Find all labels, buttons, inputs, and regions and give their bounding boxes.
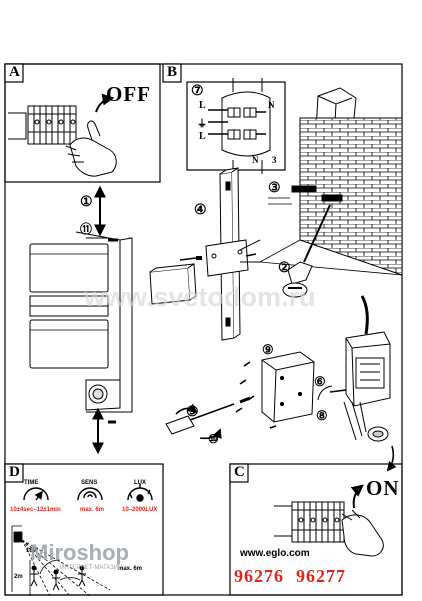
panel-c-switch-arrow: [350, 484, 364, 509]
panel-a-terminal-block: [8, 105, 77, 145]
bracket-screws: [179, 253, 257, 261]
panel-b-terminal-inset: [186, 78, 286, 174]
step-11: ⑪: [80, 222, 93, 236]
panel-c-terminal-block: [274, 501, 345, 543]
step-9: ⑨: [262, 342, 274, 357]
wiring-box-open: [317, 295, 397, 472]
panel-d-frame: [4, 463, 164, 596]
step-10: ⑩: [208, 432, 219, 446]
detection-zone: [11, 525, 111, 597]
mounting-plate: [149, 263, 197, 305]
off-label: OFF: [106, 82, 151, 106]
on-label: ON: [366, 476, 400, 500]
sensor-time-title: TIME: [24, 480, 39, 486]
step-3: ③: [268, 181, 281, 196]
model-number-2: 96277: [296, 566, 346, 586]
detection-height: 2m: [14, 574, 23, 580]
panel-c-frame: [229, 463, 403, 596]
panel-a-switch-arrow: [95, 93, 115, 113]
website-text: www.eglo.com: [240, 548, 310, 559]
screws-loose: [235, 361, 277, 429]
step-1: ①: [80, 195, 93, 210]
panel-a-letter: A: [9, 64, 20, 80]
terminal-label-n-side: N: [268, 100, 275, 110]
step-8: ⑧: [316, 408, 328, 423]
watermark: www.svetodom.ru: [84, 282, 316, 312]
earth-icon: ⏚: [197, 119, 207, 130]
terminal-label-l-top: L: [199, 100, 206, 111]
panel-c-hand: [341, 509, 384, 557]
step-7: ⑦: [191, 84, 204, 99]
screwdriver: [165, 396, 251, 440]
step-5: ⑤: [186, 405, 199, 420]
panel-a-hand: [65, 120, 117, 177]
sensor-time-range: 10±4sec–12±1min: [10, 507, 61, 513]
lamp-body: [29, 231, 133, 413]
shop-logo-tagline: ИНТЕРНЕТ-МАГАЗИН: [60, 565, 123, 571]
sensor-sens-range: max. 6m: [80, 507, 105, 513]
panel-b-letter: B: [167, 64, 178, 80]
step-2: ②: [278, 261, 291, 276]
panel-c-letter: C: [234, 464, 245, 480]
sensor-lux-title: LUX: [134, 480, 146, 486]
back-plate: [261, 351, 315, 423]
panel-b-dowels: [268, 185, 343, 205]
sensor-sens-title: SENS: [81, 480, 98, 486]
model-number-1: 96276: [234, 566, 284, 586]
terminal-label-three: 3: [272, 155, 277, 165]
panel-b-screwdriver-drill: [282, 204, 331, 298]
step-6: ⑥: [314, 374, 326, 389]
detection-angle: 180°: [26, 548, 39, 554]
terminal-label-n-bottom: N: [252, 155, 259, 165]
sheet-frame: [4, 63, 403, 596]
step-4: ④: [194, 203, 207, 218]
shop-logo-name: Miroshop: [30, 540, 129, 565]
panel-d-letter: D: [9, 464, 20, 480]
panel-b-frame: [162, 63, 182, 83]
sensor-lux-range: 10–2000LUX: [122, 507, 158, 513]
panel-b-brick-wall: [258, 117, 403, 276]
walking-figures: [30, 565, 86, 591]
lamp-arrows: [92, 185, 118, 455]
panel-a-frame: [4, 63, 161, 183]
detection-distance: max. 6m: [118, 566, 143, 572]
mounting-bracket: [205, 167, 262, 341]
terminal-label-l-bottom: L: [199, 131, 206, 142]
sensor-dials: [23, 484, 153, 502]
